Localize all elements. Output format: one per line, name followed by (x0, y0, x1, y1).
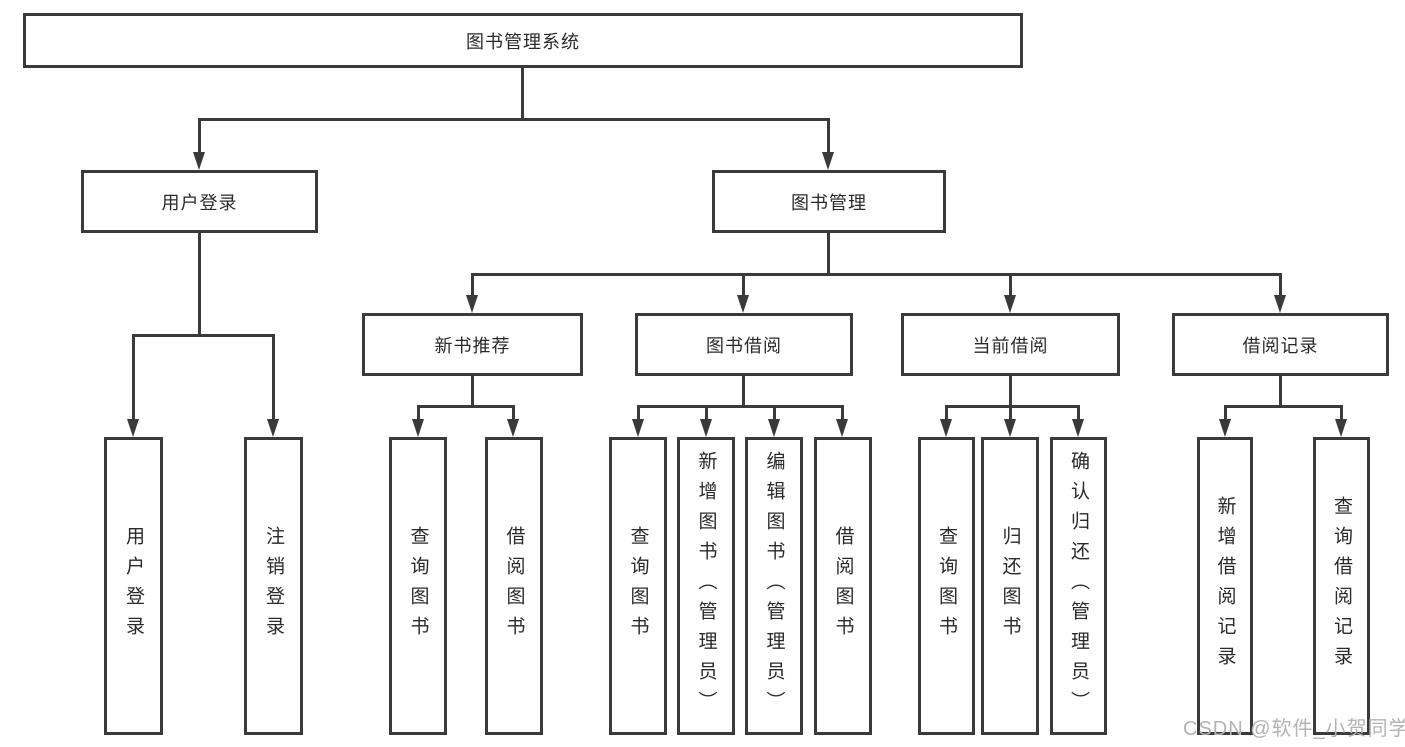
connector-line (471, 376, 474, 408)
connector-line (637, 405, 640, 423)
leaf-logout: 注销登录 (244, 437, 303, 735)
connector-line (471, 273, 1281, 276)
connector-line (1009, 405, 1012, 423)
leaf-query-books-current: 查询图书 (918, 437, 975, 735)
connector-line (1009, 376, 1012, 408)
connector-line (705, 405, 708, 423)
connector-line (742, 273, 745, 299)
connector-line (1224, 405, 1342, 408)
connector-line (827, 118, 830, 156)
arrow-down-icon (836, 419, 848, 437)
node-book-management: 图书管理 (712, 170, 946, 233)
connector-line (841, 405, 844, 423)
connector-line (417, 405, 420, 423)
leaf-borrow-books-borrow: 借阅图书 (814, 437, 872, 735)
arrow-down-icon (466, 295, 478, 313)
arrow-down-icon (822, 152, 834, 170)
connector-line (272, 334, 275, 423)
node-book-borrow: 图书借阅 (635, 313, 853, 376)
connector-line (417, 405, 515, 408)
connector-line (512, 405, 515, 423)
connector-line (827, 233, 830, 276)
arrow-down-icon (940, 419, 952, 437)
connector-line (1077, 405, 1080, 423)
leaf-user-login: 用户登录 (104, 437, 163, 735)
arrow-down-icon (1004, 419, 1016, 437)
leaf-confirm-return-admin: 确认归还（管理员） (1050, 437, 1107, 735)
connector-line (945, 405, 1079, 408)
leaf-return-books: 归还图书 (981, 437, 1039, 735)
node-root: 图书管理系统 (23, 13, 1023, 68)
arrow-down-icon (193, 152, 205, 170)
arrow-down-icon (507, 419, 519, 437)
node-current-borrow: 当前借阅 (901, 313, 1120, 376)
connector-line (1340, 405, 1343, 423)
arrow-down-icon (1274, 295, 1286, 313)
connector-line (945, 405, 948, 423)
csdn-watermark: CSDN @软件_小贺同学 (1183, 718, 1405, 740)
node-borrow-records: 借阅记录 (1172, 313, 1389, 376)
connector-line (1279, 376, 1282, 408)
arrow-down-icon (127, 419, 139, 437)
leaf-add-borrow-record: 新增借阅记录 (1197, 437, 1253, 735)
arrow-down-icon (1072, 419, 1084, 437)
arrow-down-icon (267, 419, 279, 437)
connector-line (198, 118, 201, 156)
arrow-down-icon (1219, 419, 1231, 437)
leaf-edit-books-admin: 编辑图书（管理员） (745, 437, 803, 735)
arrow-down-icon (412, 419, 424, 437)
leaf-query-borrow-record: 查询借阅记录 (1313, 437, 1370, 735)
arrow-down-icon (1004, 295, 1016, 313)
leaf-add-books-admin: 新增图书（管理员） (677, 437, 735, 735)
connector-line (637, 405, 843, 408)
connector-line (471, 273, 474, 299)
leaf-query-books-recommend: 查询图书 (389, 437, 447, 735)
arrow-down-icon (700, 419, 712, 437)
connector-line (198, 118, 830, 121)
connector-line (1279, 273, 1282, 299)
arrow-down-icon (632, 419, 644, 437)
node-user-login-module: 用户登录 (81, 170, 318, 233)
leaf-borrow-books-recommend: 借阅图书 (485, 437, 543, 735)
connector-line (773, 405, 776, 423)
connector-line (132, 334, 274, 337)
arrow-down-icon (1335, 419, 1347, 437)
connector-line (198, 233, 201, 337)
arrow-down-icon (737, 295, 749, 313)
connector-line (132, 334, 135, 423)
leaf-query-books-borrow: 查询图书 (609, 437, 667, 735)
connector-line (742, 376, 745, 408)
connector-line (1009, 273, 1012, 299)
connector-line (1224, 405, 1227, 423)
node-new-book-recommend: 新书推荐 (362, 313, 583, 376)
connector-line (521, 68, 524, 120)
arrow-down-icon (768, 419, 780, 437)
